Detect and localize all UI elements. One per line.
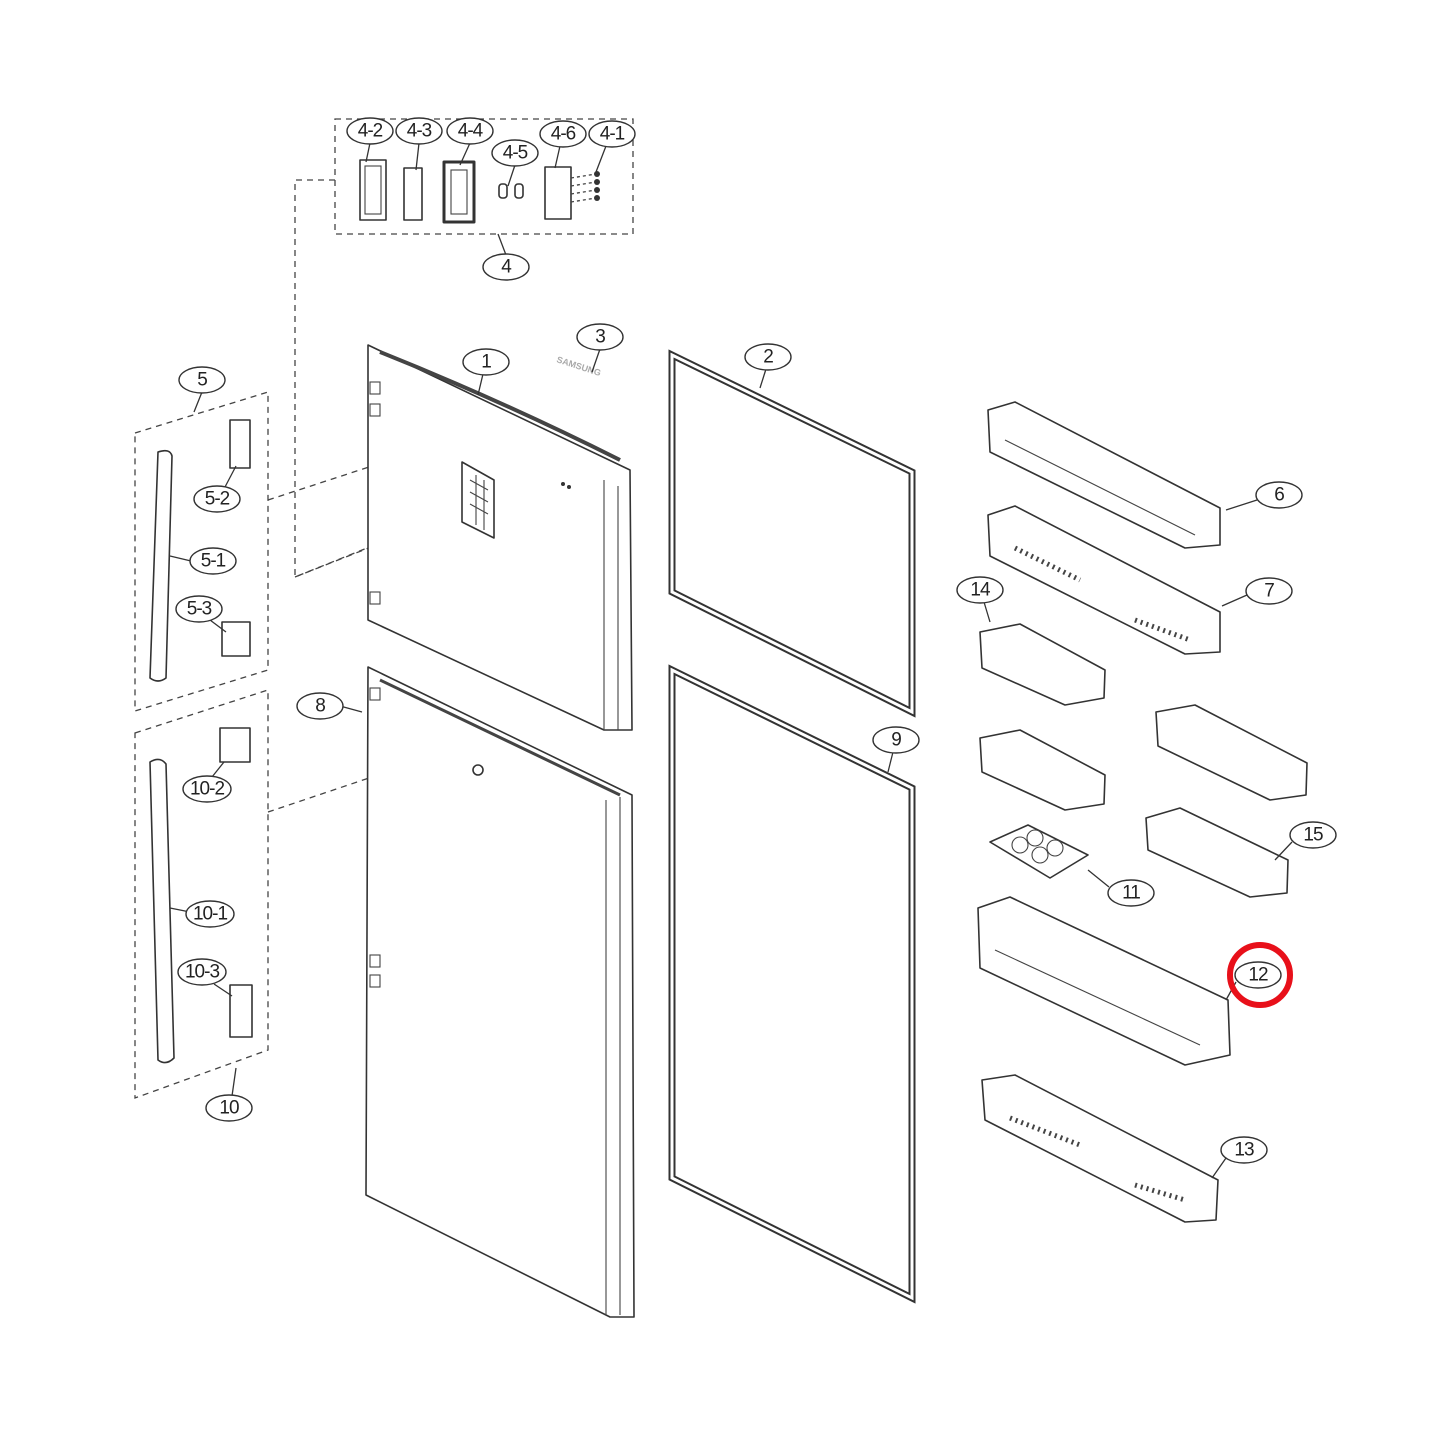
- handle-cap-5-2: [229, 419, 251, 469]
- callout-8: 8: [296, 692, 344, 720]
- svg-text:5-2: 5-2: [205, 489, 230, 510]
- svg-text:4-2: 4-2: [358, 121, 383, 142]
- group-box-5: [134, 391, 269, 712]
- door-guard-6: [987, 401, 1221, 549]
- callout-2: 2: [744, 343, 792, 371]
- callout-15: 15: [1289, 821, 1337, 849]
- callout-5-1: 5-1: [189, 547, 237, 575]
- door-guard-left-small: [979, 729, 1106, 811]
- display-cover-4-2: [359, 159, 387, 221]
- callout-4-2: 4-2: [346, 117, 394, 145]
- svg-text:10-2: 10-2: [190, 779, 224, 800]
- callout-12: 12: [1234, 961, 1282, 989]
- svg-text:10-1: 10-1: [193, 904, 227, 925]
- group-4-link: [294, 179, 373, 578]
- egg-tray-11: [989, 824, 1089, 879]
- callout-3: 3: [576, 323, 624, 351]
- brand-logo-3: SAMSUNG: [555, 354, 602, 378]
- callout-13: 13: [1220, 1136, 1268, 1164]
- callout-1: 1: [462, 348, 510, 376]
- svg-text:12: 12: [1248, 965, 1268, 986]
- callout-5-2: 5-2: [193, 485, 241, 513]
- button-caps-4-5: [498, 183, 524, 199]
- svg-text:10-3: 10-3: [185, 962, 219, 983]
- door-guard-7: [987, 505, 1221, 655]
- callout-4-1: 4-1: [588, 120, 636, 148]
- callout-4-6: 4-6: [539, 120, 587, 148]
- door-guard-12: [977, 896, 1231, 1066]
- freezer-door-1: [367, 344, 633, 731]
- svg-text:4: 4: [501, 257, 512, 278]
- callout-4-4: 4-4: [446, 117, 494, 145]
- callout-4-3: 4-3: [395, 117, 443, 145]
- handle-cap-10-2: [219, 727, 251, 763]
- callout-9: 9: [872, 726, 920, 754]
- fridge-door-8: [365, 666, 635, 1318]
- group-10-link: [267, 776, 373, 813]
- fridge-door-gasket-9: [668, 664, 916, 1304]
- svg-text:2: 2: [763, 347, 773, 368]
- svg-text:4-1: 4-1: [600, 124, 625, 145]
- svg-text:4-5: 4-5: [503, 143, 528, 164]
- group-box-10: [134, 689, 269, 1099]
- svg-text:4-6: 4-6: [551, 124, 576, 145]
- handle-cap-10-3: [229, 984, 253, 1038]
- svg-text:4-4: 4-4: [458, 121, 484, 142]
- svg-text:9: 9: [891, 730, 901, 751]
- callout-5: 5: [178, 366, 226, 394]
- callout-14: 14: [956, 576, 1004, 604]
- callout-10: 10: [205, 1094, 253, 1122]
- callout-4: 4: [482, 253, 530, 281]
- svg-text:15: 15: [1303, 825, 1323, 846]
- svg-text:13: 13: [1234, 1140, 1254, 1161]
- callout-6: 6: [1255, 481, 1303, 509]
- door-guard-15: [1145, 807, 1289, 898]
- callout-5-3: 5-3: [175, 595, 223, 623]
- callout-10-2: 10-2: [182, 775, 232, 803]
- svg-text:10: 10: [219, 1098, 239, 1119]
- callout-10-3: 10-3: [177, 958, 227, 986]
- leader-lines: [169, 142, 1293, 1179]
- callout-10-1: 10-1: [185, 900, 235, 928]
- highlight-circle: [1227, 942, 1293, 1008]
- handle-5-1: [149, 449, 173, 682]
- callout-7: 7: [1245, 577, 1293, 605]
- display-film-4-3: [403, 167, 423, 221]
- group-box-4: [334, 118, 634, 235]
- handle-10-1: [149, 758, 175, 1064]
- door-guard-13: [981, 1074, 1219, 1223]
- handle-cap-5-3: [221, 621, 251, 657]
- svg-text:4-3: 4-3: [407, 121, 432, 142]
- svg-text:3: 3: [595, 327, 605, 348]
- door-guard-14: [979, 623, 1106, 706]
- svg-text:1: 1: [481, 352, 491, 373]
- svg-text:6: 6: [1274, 485, 1284, 506]
- callout-4-5: 4-5: [491, 139, 539, 167]
- svg-text:5: 5: [197, 370, 207, 391]
- svg-text:5-1: 5-1: [201, 551, 226, 572]
- callout-11: 11: [1107, 879, 1155, 907]
- freezer-door-gasket-2: [668, 349, 916, 718]
- svg-text:8: 8: [315, 696, 325, 717]
- svg-text:7: 7: [1264, 581, 1274, 602]
- screws-4-1: [594, 171, 600, 201]
- svg-text:11: 11: [1122, 883, 1140, 904]
- group-5-link: [267, 465, 373, 501]
- door-guard-right-small: [1155, 704, 1308, 801]
- pcb-4-6: [544, 166, 597, 220]
- svg-text:14: 14: [970, 580, 991, 601]
- display-frame-4-4: [442, 160, 476, 224]
- svg-text:5-3: 5-3: [187, 599, 212, 620]
